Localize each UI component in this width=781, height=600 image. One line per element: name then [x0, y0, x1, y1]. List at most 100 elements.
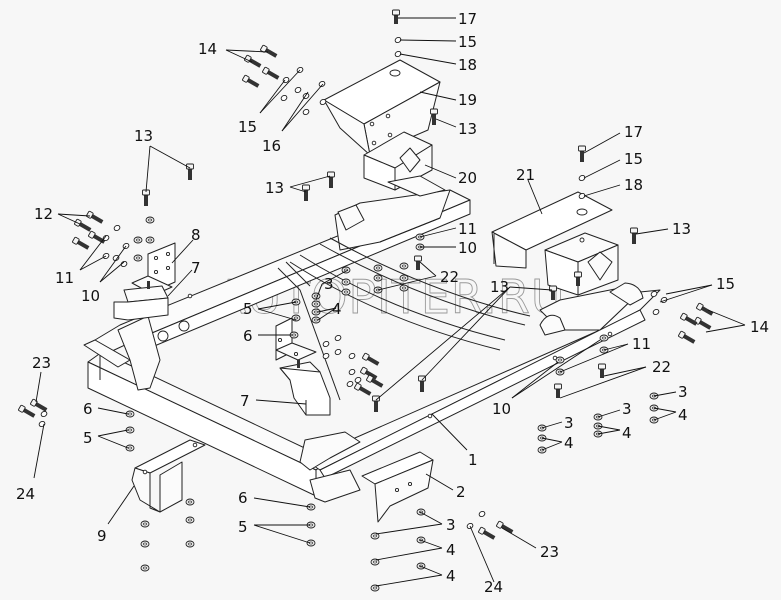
callout-24: 24	[16, 485, 35, 503]
callout-5: 5	[238, 518, 248, 536]
nut-hole	[188, 500, 192, 504]
bolt-icon	[86, 210, 104, 224]
bolt-shank	[420, 380, 424, 392]
washer-icon	[394, 50, 402, 58]
right-engine-mount-rubber	[544, 232, 619, 296]
callout-18: 18	[458, 56, 477, 74]
nut-hole	[136, 256, 140, 260]
nut-hole	[402, 286, 406, 290]
washer-icon	[113, 224, 121, 232]
washer-icon	[334, 348, 342, 356]
nut-hole	[148, 238, 152, 242]
callout-1: 1	[468, 451, 478, 469]
bolt-icon	[696, 302, 714, 316]
nut-hole	[344, 280, 348, 284]
left-mount-rubber-7	[113, 281, 169, 321]
nut-hole	[376, 266, 380, 270]
callout-11: 11	[632, 335, 651, 353]
callout-5: 5	[243, 300, 253, 318]
bolt-head	[414, 255, 422, 262]
callout-4: 4	[564, 434, 574, 452]
bolt-icon	[694, 316, 712, 330]
bolt-shank	[632, 232, 636, 244]
callout-4: 4	[446, 567, 456, 585]
washer-icon	[346, 380, 354, 388]
washer-icon	[319, 98, 327, 106]
center-mount-rubber-7	[279, 360, 331, 416]
washer-icon	[394, 36, 402, 44]
washer-icon	[578, 192, 586, 200]
bolt-icon	[18, 404, 36, 418]
bolt-icon	[496, 520, 514, 534]
washer-icon	[334, 334, 342, 342]
nut-hole	[314, 318, 318, 322]
bolt-shank	[144, 194, 148, 206]
bolt-icon	[366, 374, 384, 388]
callout-5: 5	[83, 429, 93, 447]
left-rail-mount-plate	[334, 189, 451, 251]
callout-7: 7	[240, 392, 250, 410]
bolt-head	[554, 383, 562, 390]
nut-hole	[128, 412, 132, 416]
bolt-icon	[680, 312, 698, 326]
nut-hole	[128, 446, 132, 450]
nut-hole	[558, 358, 562, 362]
bolt-shank	[374, 400, 378, 412]
callout-17: 17	[624, 123, 643, 141]
callout-labels: 17 15 18 19 13 20 14 15 16 13 13 12 8 7 …	[16, 10, 769, 596]
bolt-shank	[600, 368, 604, 378]
nut-hole	[128, 428, 132, 432]
washer-icon	[478, 510, 486, 518]
callout-13: 13	[490, 278, 509, 296]
callout-24: 24	[484, 578, 503, 596]
washer-icon	[578, 174, 586, 182]
bolt-head	[372, 395, 380, 402]
callout-6: 6	[243, 327, 253, 345]
bolt-head	[598, 363, 606, 370]
bolt-icon	[74, 218, 92, 232]
callout-15: 15	[458, 33, 477, 51]
callout-13: 13	[672, 220, 691, 238]
right-side-rail	[299, 282, 661, 503]
nut-hole	[402, 264, 406, 268]
callout-17: 17	[458, 10, 477, 28]
washer-icon	[650, 290, 658, 298]
nut-hole	[373, 534, 377, 538]
bolt-icon	[678, 330, 696, 344]
callout-12: 12	[34, 205, 53, 223]
bolt-head	[578, 145, 586, 152]
washer-icon	[348, 368, 356, 376]
right-engine-mount-bracket	[491, 191, 613, 269]
callout-13: 13	[265, 179, 284, 197]
callout-14: 14	[198, 40, 217, 58]
nut-hole	[314, 302, 318, 306]
callout-8: 8	[191, 226, 201, 244]
nut-hole	[188, 542, 192, 546]
callout-3: 3	[446, 516, 456, 534]
bolt-icon	[360, 366, 378, 380]
callout-10: 10	[458, 239, 477, 257]
washer-icon	[40, 410, 48, 418]
nut-hole	[188, 518, 192, 522]
callout-11: 11	[458, 220, 477, 238]
callout-13: 13	[458, 120, 477, 138]
bolt-icon	[478, 526, 496, 540]
bolt-shank	[551, 290, 555, 300]
callout-10: 10	[492, 400, 511, 418]
bolt-head	[418, 375, 426, 382]
nut-hole	[402, 276, 406, 280]
fasteners-group	[18, 9, 714, 592]
washer-icon	[294, 86, 302, 94]
lower-bracket-2	[361, 451, 434, 523]
nut-hole	[294, 316, 298, 320]
bolt-icon	[242, 74, 260, 88]
washer-icon	[652, 308, 660, 316]
callout-3: 3	[678, 383, 688, 401]
bolt-shank	[432, 113, 436, 125]
callout-4: 4	[678, 406, 688, 424]
callout-3: 3	[564, 414, 574, 432]
callout-4: 4	[622, 424, 632, 442]
callout-10: 10	[81, 287, 100, 305]
center-mount-bracket	[275, 317, 317, 361]
